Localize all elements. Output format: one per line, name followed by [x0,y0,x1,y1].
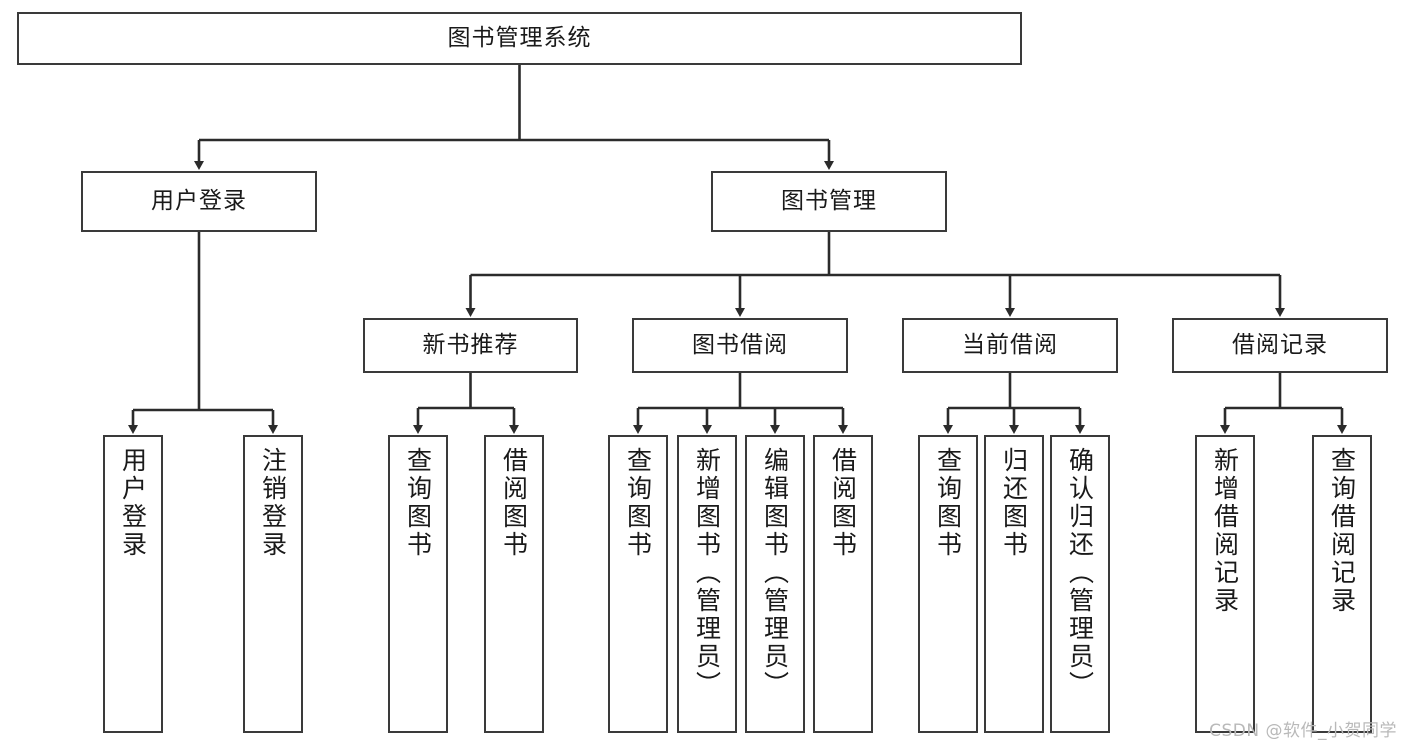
node-label: 借阅记录 [1232,331,1328,358]
node-label: 编辑图书（管理员） [760,447,790,699]
node-user-login[interactable]: 用户登录 [81,171,317,232]
node-label: 确认归还（管理员） [1065,447,1095,699]
node-label: 图书借阅 [692,331,788,358]
node-leaf-add-book[interactable]: 新增图书（管理员） [677,435,737,733]
node-label: 查询借阅记录 [1327,447,1357,615]
node-label: 查询图书 [623,447,653,559]
node-leaf-query-book-rec[interactable]: 查询图书 [388,435,448,733]
node-label: 当前借阅 [962,331,1058,358]
node-label: 图书管理系统 [447,24,592,51]
node-leaf-query-book-borrow[interactable]: 查询图书 [608,435,668,733]
node-label: 用户登录 [118,447,148,559]
node-label: 查询图书 [933,447,963,559]
node-label: 归还图书 [999,447,1029,559]
node-root[interactable]: 图书管理系统 [17,12,1022,65]
node-leaf-user-logout[interactable]: 注销登录 [243,435,303,733]
node-new-book-recommend[interactable]: 新书推荐 [363,318,578,373]
node-leaf-borrow-book[interactable]: 借阅图书 [813,435,873,733]
watermark-text: CSDN @软件_小贺同学 [1209,721,1397,741]
node-leaf-borrow-book-rec[interactable]: 借阅图书 [484,435,544,733]
node-label: 查询图书 [403,447,433,559]
node-leaf-confirm-return[interactable]: 确认归还（管理员） [1050,435,1110,733]
node-label: 图书管理 [781,187,877,214]
node-borrow-record[interactable]: 借阅记录 [1172,318,1388,373]
node-leaf-add-record[interactable]: 新增借阅记录 [1195,435,1255,733]
node-label: 新增图书（管理员） [692,447,722,699]
node-leaf-query-record[interactable]: 查询借阅记录 [1312,435,1372,733]
node-leaf-query-book-cur[interactable]: 查询图书 [918,435,978,733]
node-label: 借阅图书 [499,447,529,559]
node-book-manage[interactable]: 图书管理 [711,171,947,232]
node-label: 注销登录 [258,447,288,559]
node-book-borrow[interactable]: 图书借阅 [632,318,848,373]
node-label: 用户登录 [151,187,247,214]
node-label: 新书推荐 [422,331,519,358]
node-label: 借阅图书 [828,447,858,559]
node-leaf-edit-book[interactable]: 编辑图书（管理员） [745,435,805,733]
node-current-borrow[interactable]: 当前借阅 [902,318,1118,373]
node-leaf-user-login[interactable]: 用户登录 [103,435,163,733]
node-label: 新增借阅记录 [1210,447,1240,615]
node-leaf-return-book[interactable]: 归还图书 [984,435,1044,733]
